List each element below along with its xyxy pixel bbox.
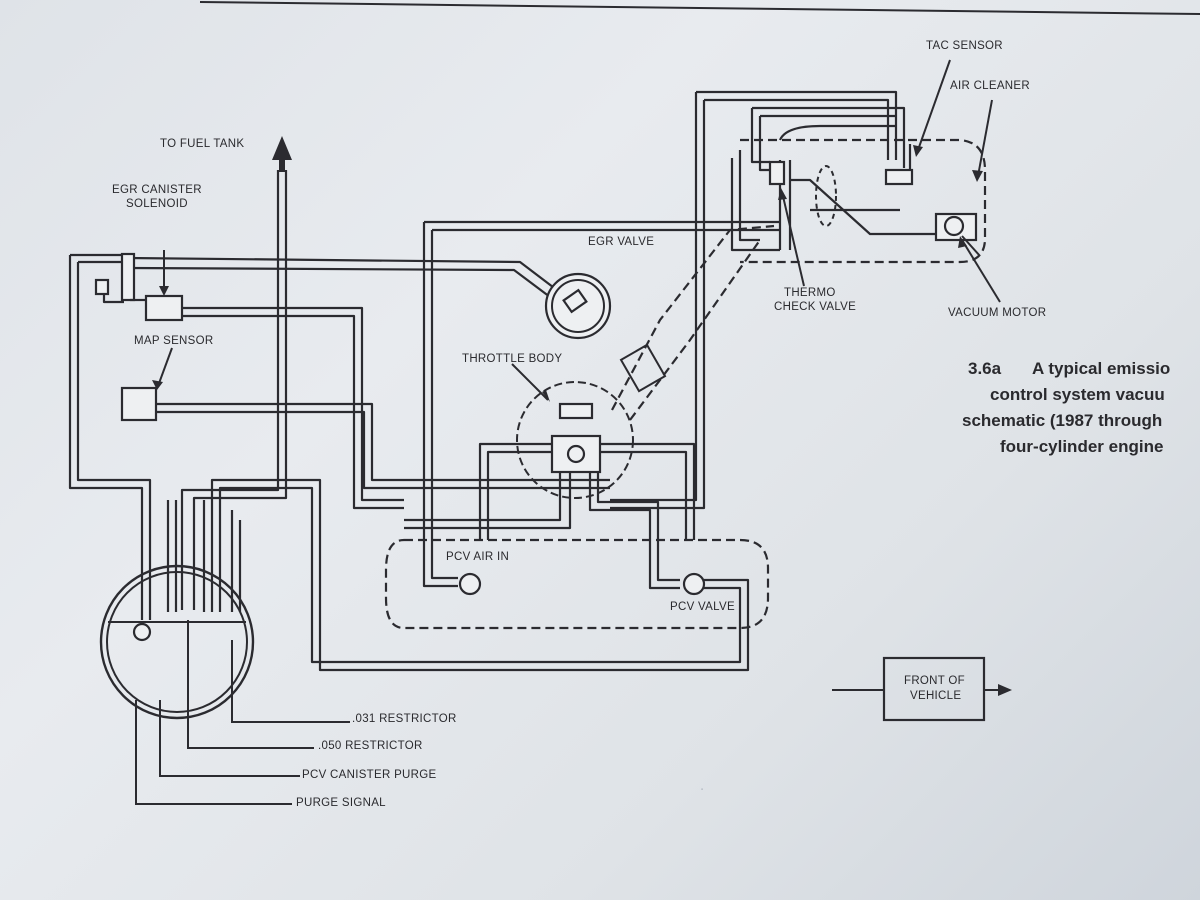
caption-line-1: A typical emissio <box>1032 359 1170 378</box>
label-pcv-air-in: PCV AIR IN <box>446 551 509 563</box>
map-sensor <box>120 347 610 490</box>
label-031-restrictor: .031 RESTRICTOR <box>352 713 457 725</box>
label-map-sensor: MAP SENSOR <box>134 335 213 347</box>
pcv-valve-part <box>210 478 750 672</box>
central-hoses <box>422 90 898 588</box>
label-to-fuel-tank: TO FUEL TANK <box>160 138 244 150</box>
label-purge-signal: PURGE SIGNAL <box>296 797 386 809</box>
label-050-restrictor: .050 RESTRICTOR <box>318 740 423 752</box>
air-cleaner-pointer <box>977 99 993 177</box>
label-throttle-body: THROTTLE BODY <box>462 353 562 365</box>
egr-canister-solenoid <box>130 250 404 510</box>
label-solenoid: SOLENOID <box>126 198 188 210</box>
caption-line-4: four-cylinder engine <box>1000 437 1163 456</box>
egr-valve <box>544 272 612 340</box>
label-tac-sensor: TAC SENSOR <box>926 40 1003 52</box>
label-egr-valve: EGR VALVE <box>588 236 654 248</box>
valve-cover <box>384 538 770 630</box>
label-check-valve: CHECK VALVE <box>774 301 856 313</box>
label-air-cleaner: AIR CLEANER <box>950 80 1030 92</box>
charcoal-canister <box>99 500 255 720</box>
label-front-of: FRONT OF <box>904 675 965 687</box>
vacuum-motor <box>934 212 1001 303</box>
label-pcv-canister-purge: PCV CANISTER PURGE <box>302 769 437 781</box>
label-vacuum-motor: VACUUM MOTOR <box>948 307 1046 319</box>
frame-top-line <box>199 1 1200 15</box>
thermo-check-valve <box>750 106 906 287</box>
throttle-body <box>404 363 696 590</box>
air-duct <box>611 224 775 421</box>
label-egr-canister: EGR CANISTER <box>112 184 202 196</box>
air-cleaner-arrowhead <box>972 170 983 182</box>
label-thermo: THERMO <box>784 287 836 299</box>
bleed-through-text: . <box>700 777 704 794</box>
caption-line-2: control system vacuu <box>990 385 1165 404</box>
caption-line-3: schematic (1987 through <box>962 411 1162 430</box>
label-vehicle: VEHICLE <box>910 690 961 702</box>
pcv-air-in <box>458 572 482 596</box>
fuel-tank-line <box>180 136 292 610</box>
caption-number: 3.6a <box>968 359 1002 378</box>
purge-signal-hose <box>68 253 152 620</box>
tac-sensor <box>884 59 951 186</box>
label-pcv-valve: PCV VALVE <box>670 601 735 613</box>
canister-leaders <box>135 620 350 805</box>
air-cleaner <box>730 124 987 264</box>
front-of-vehicle <box>832 656 1012 722</box>
